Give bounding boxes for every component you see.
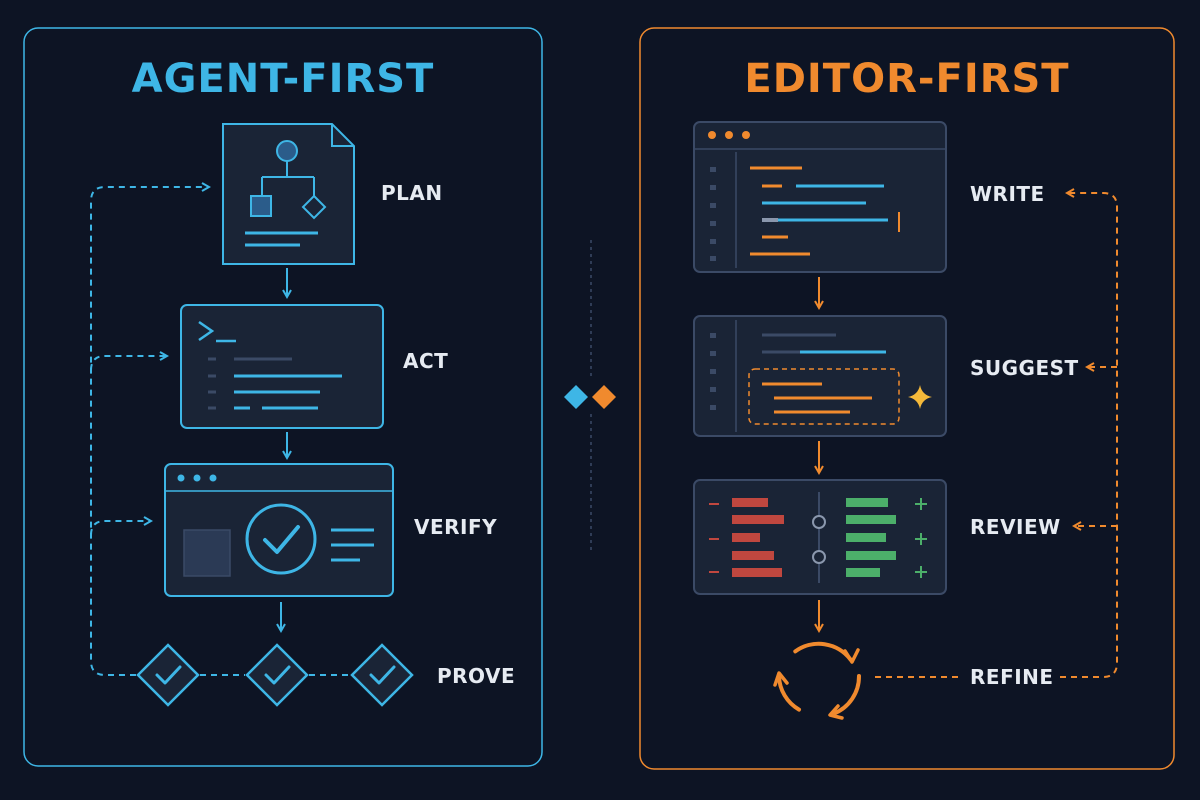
orange-diamond-icon: [592, 385, 616, 409]
step-label-write: WRITE: [970, 182, 1045, 206]
terminal-icon: [180, 304, 384, 429]
agent-first-panel: [23, 27, 543, 767]
step-label-prove: PROVE: [437, 664, 516, 688]
code-editor-icon: [693, 121, 947, 273]
step-label-plan: PLAN: [381, 181, 443, 205]
agent-flow-arrows: [281, 268, 287, 630]
refresh-cycle-icon: [773, 641, 862, 720]
step-label-suggest: SUGGEST: [970, 356, 1079, 380]
editor-first-title: EDITOR-FIRST: [744, 56, 1070, 102]
suggestion-editor-icon: [693, 315, 947, 437]
editor-first-panel: [639, 27, 1175, 770]
checkmark-diamond-icon: [136, 643, 414, 707]
agent-first-title: AGENT-FIRST: [131, 56, 435, 102]
plan-document-icon: [222, 123, 355, 265]
editor-feedback-loop: [875, 193, 1118, 678]
sparkle-icon: [908, 385, 932, 409]
diff-view-icon: [693, 479, 947, 595]
step-label-review: REVIEW: [970, 515, 1061, 539]
step-label-verify: VERIFY: [414, 515, 498, 539]
step-label-refine: REFINE: [970, 665, 1054, 689]
center-divider: [564, 240, 616, 552]
check-window-icon: [164, 463, 394, 597]
blue-diamond-icon: [564, 385, 588, 409]
agent-feedback-loop: [90, 187, 350, 676]
step-label-act: ACT: [403, 349, 449, 373]
